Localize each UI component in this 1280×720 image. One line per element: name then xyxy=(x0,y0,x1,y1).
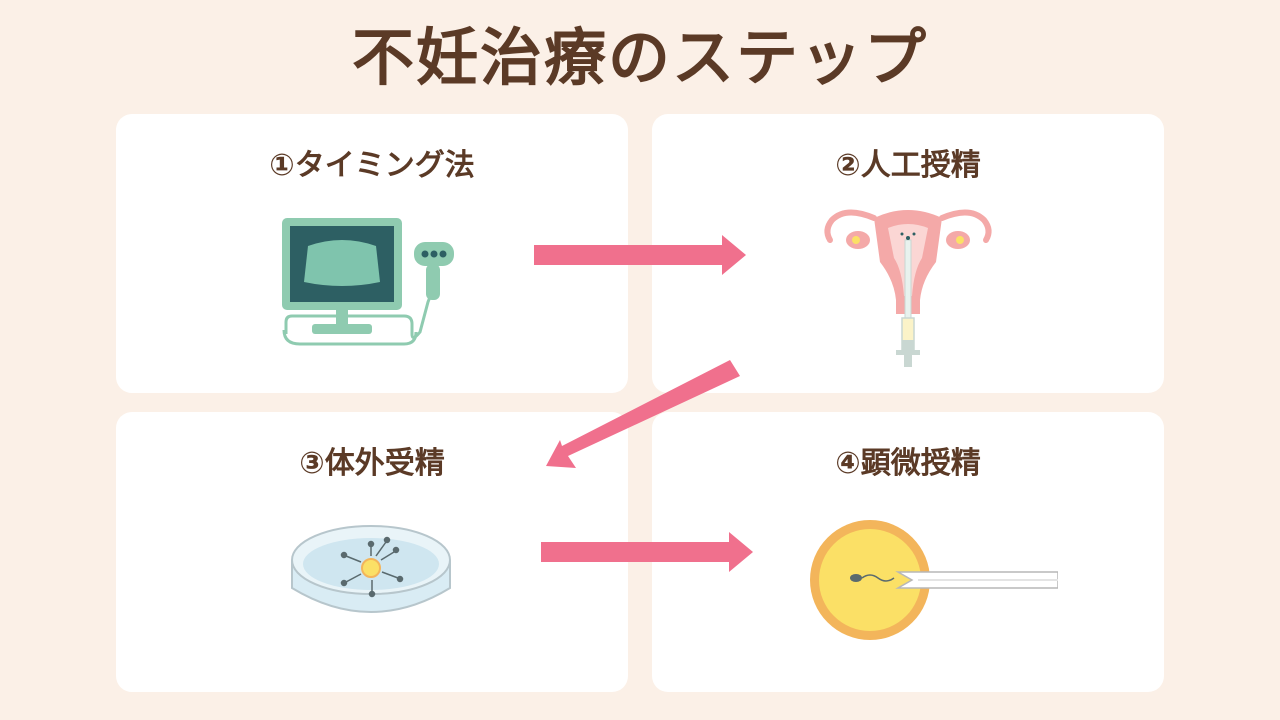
step-label-icsi: ④顕微授精 xyxy=(835,446,981,481)
step-label-ivf: ③体外受精 xyxy=(299,446,445,481)
petri-dish-icon xyxy=(291,525,451,613)
step-label-timing: ①タイミング法 xyxy=(269,148,475,183)
uterus-syringe-icon xyxy=(824,209,992,367)
ultrasound-machine-icon xyxy=(282,218,454,346)
page-title: 不妊治療のステップ xyxy=(351,21,928,94)
step-label-artificial-insemination: ②人工授精 xyxy=(835,148,981,183)
egg-injection-icon xyxy=(810,520,1058,640)
